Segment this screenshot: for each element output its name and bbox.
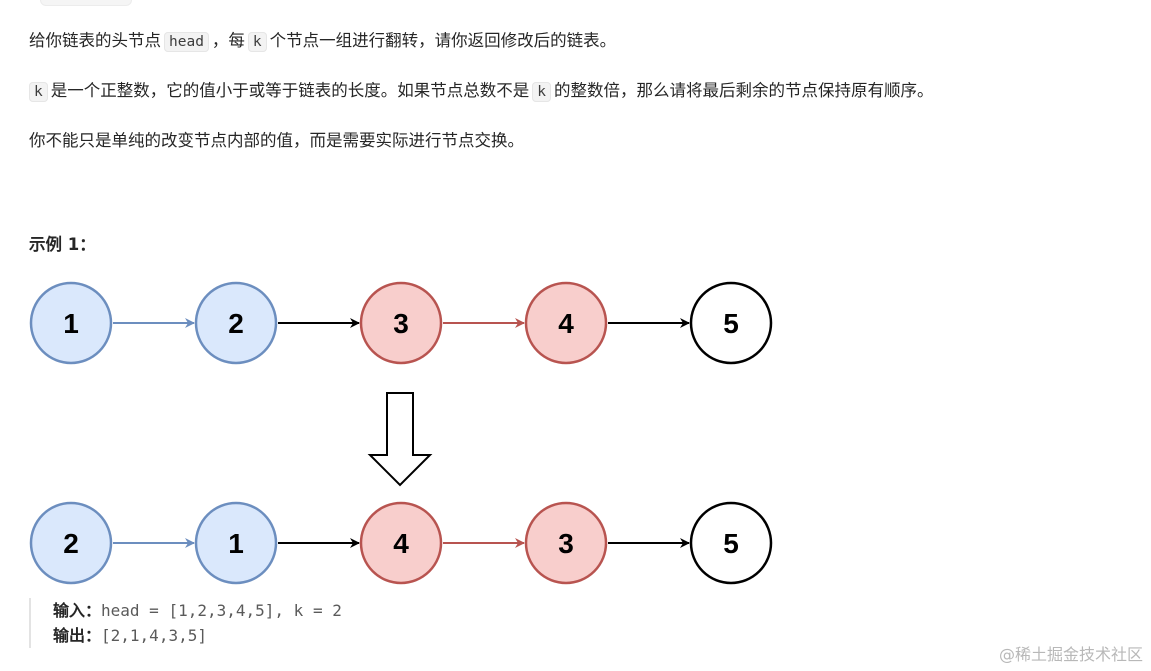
node-label: 5 [723, 308, 739, 339]
example-io: 输入：head = [1,2,3,4,5], k = 2 输出：[2,1,4,3… [29, 598, 573, 648]
code-k: k [247, 32, 267, 52]
node-circle [29, 281, 113, 365]
node-label: 2 [228, 308, 244, 339]
node-circle [359, 281, 443, 365]
node-label: 4 [393, 528, 409, 559]
watermark: @稀土掘金技术社区 [998, 645, 1143, 664]
example-title: 示例 1： [29, 235, 96, 254]
output-value: [2,1,4,3,5] [101, 626, 207, 645]
node-circle [29, 501, 113, 585]
after-node: 5 [689, 501, 773, 585]
node-label: 1 [63, 308, 79, 339]
node-label: 3 [558, 528, 574, 559]
node-label: 4 [558, 308, 574, 339]
p2-text-mid: 是一个正整数，它的值小于或等于链表的长度。如果节点总数不是 [50, 81, 530, 100]
before-node: 4 [524, 281, 608, 365]
list-before: 1 2 3 4 5 [29, 281, 773, 365]
node-circle [359, 501, 443, 585]
node-circle [194, 501, 278, 585]
p2-text-post: 的整数倍，那么请将最后剩余的节点保持原有顺序。 [553, 81, 934, 100]
linked-list-diagram: 1 2 3 4 5 2 1 4 3 5 [29, 281, 773, 585]
node-circle [524, 281, 608, 365]
after-node: 1 [194, 501, 278, 585]
node-circle [194, 281, 278, 365]
before-node: 1 [29, 281, 113, 365]
after-node: 3 [524, 501, 608, 585]
input-line: 输入：head = [1,2,3,4,5], k = 2 [53, 598, 573, 623]
p1-text-pre: 给你链表的头节点 [29, 31, 161, 50]
before-node: 2 [194, 281, 278, 365]
before-node: 5 [689, 281, 773, 365]
tab-edge [40, 0, 132, 6]
after-node: 4 [359, 501, 443, 585]
node-circle [689, 281, 773, 365]
node-label: 3 [393, 308, 409, 339]
code-k: k [29, 82, 48, 102]
node-circle [524, 501, 608, 585]
node-label: 5 [723, 528, 739, 559]
p1-text-mid: ，每 [211, 31, 245, 50]
input-value: head = [1,2,3,4,5], k = 2 [101, 601, 342, 620]
before-node: 3 [359, 281, 443, 365]
input-label: 输入： [53, 601, 102, 620]
transform-down-arrow [367, 392, 433, 487]
p1-text-post: 个节点一组进行翻转，请你返回修改后的链表。 [269, 31, 617, 50]
code-k: k [532, 82, 551, 102]
problem-paragraph-3: 你不能只是单纯的改变节点内部的值，而是需要实际进行节点交换。 [29, 131, 524, 150]
output-label: 输出： [53, 626, 102, 645]
code-head: head [164, 32, 209, 52]
output-line: 输出：[2,1,4,3,5] [53, 623, 573, 648]
after-node: 2 [29, 501, 113, 585]
node-label: 2 [63, 528, 79, 559]
node-circle [689, 501, 773, 585]
list-after: 2 1 4 3 5 [29, 501, 773, 585]
node-label: 1 [228, 528, 244, 559]
